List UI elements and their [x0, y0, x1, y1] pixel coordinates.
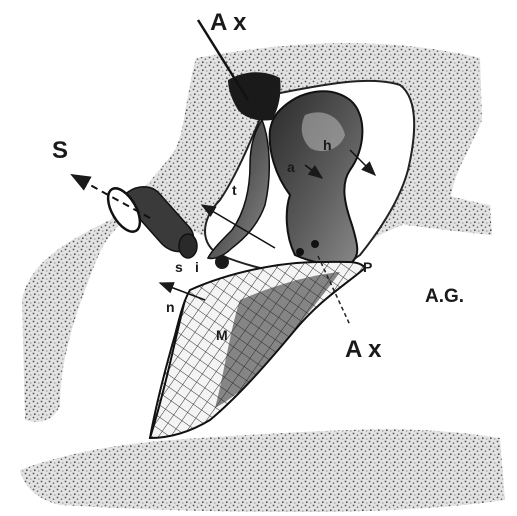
- label-i: i: [195, 259, 199, 275]
- label-h: h: [323, 137, 332, 153]
- small-ossicle: [215, 255, 229, 269]
- lower-bone-mass: [20, 429, 505, 512]
- label-n: n: [166, 299, 175, 315]
- label-s: S: [52, 137, 68, 164]
- label-ax-bottom: A x: [345, 336, 382, 363]
- label-k: K: [252, 82, 266, 103]
- axis-dot-1: [296, 248, 304, 256]
- label-a: a: [287, 159, 295, 175]
- label-t: t: [232, 182, 237, 198]
- label-m: M: [216, 327, 228, 343]
- label-ax-top: A x: [210, 9, 247, 36]
- label-s-small: s: [175, 259, 183, 275]
- label-p: P: [363, 259, 372, 275]
- axis-dot-2: [311, 240, 319, 248]
- label-ag: A.G.: [425, 286, 464, 307]
